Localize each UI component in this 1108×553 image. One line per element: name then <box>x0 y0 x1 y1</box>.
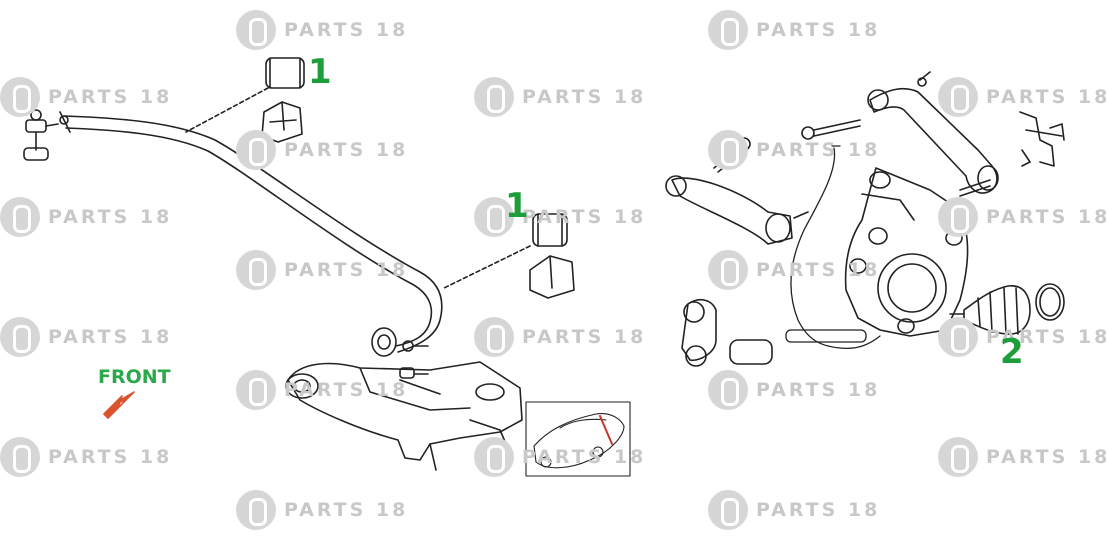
abs-sensor-cable <box>785 145 881 350</box>
boot-2 <box>949 285 1031 335</box>
brake-spring-clip <box>1019 111 1065 167</box>
upper-control-arm <box>867 71 999 194</box>
callout-1-upper: 1 <box>308 52 332 92</box>
bracket-1-upper <box>261 101 303 143</box>
lower-control-arm <box>681 298 773 367</box>
wheel-knuckle <box>844 167 991 337</box>
callout-1-lower: 1 <box>505 186 529 226</box>
stabilizer-link-left <box>23 109 59 161</box>
subframe-mount <box>371 327 429 379</box>
toe-link <box>665 175 809 245</box>
front-arrow-icon <box>103 391 135 419</box>
bolt-upper <box>801 119 861 140</box>
front-label: FRONT <box>98 366 171 388</box>
bolt-left <box>713 137 751 173</box>
callout-2: 2 <box>1000 332 1024 372</box>
bushing-1-upper <box>265 57 305 89</box>
leader-line <box>443 245 531 289</box>
anti-roll-bar <box>59 111 443 353</box>
bracket-1-lower <box>529 255 575 299</box>
car-thumbnail <box>525 401 631 477</box>
bushing-1-lower <box>532 213 568 247</box>
circlip-ring <box>1035 283 1065 321</box>
leader-line <box>185 87 269 133</box>
circlip-ring-inner <box>1039 287 1061 317</box>
